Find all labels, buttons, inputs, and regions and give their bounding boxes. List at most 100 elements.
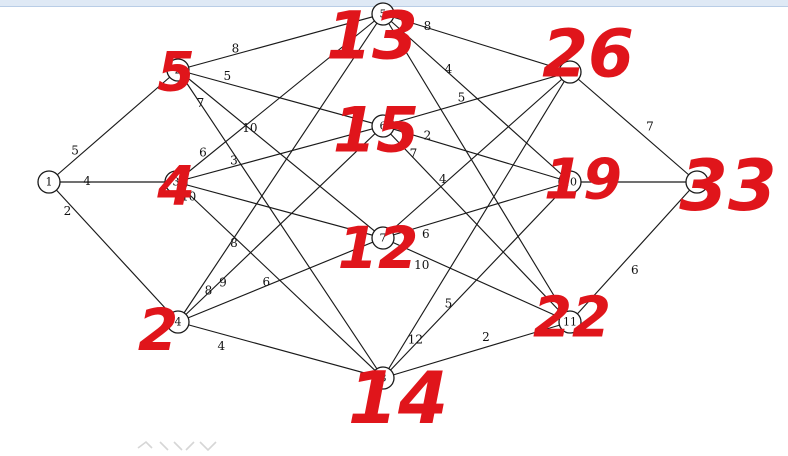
edge-weight-1-3: 4 — [83, 174, 91, 188]
edge-3-6 — [175, 125, 384, 183]
edge-6-9 — [382, 71, 571, 127]
node-circle-7 — [371, 226, 395, 250]
edge-weight-4-8: 4 — [217, 339, 225, 353]
node-6: 6 — [371, 114, 395, 138]
edge-8-11 — [382, 321, 571, 379]
node-label-3: 3 — [173, 176, 180, 189]
edge-5-10 — [382, 13, 571, 183]
node-circle-2 — [166, 58, 190, 82]
node-11: 11 — [558, 310, 582, 334]
edge-weight-3-6: 3 — [230, 153, 238, 167]
node-12 — [685, 170, 709, 194]
node-circle-1 — [37, 170, 61, 194]
node-9: 9 — [558, 60, 582, 84]
node-label-8: 8 — [380, 372, 387, 385]
edge-7-9 — [382, 71, 571, 239]
edge-1-4 — [48, 181, 179, 323]
edge-weight-2-8: 7 — [197, 96, 205, 110]
handwritten-annotation-node-3: 4 — [156, 155, 195, 218]
edge-8-9 — [382, 71, 571, 379]
node-circle-9 — [558, 60, 582, 84]
node-1: 1 — [37, 170, 61, 194]
handwritten-annotation-node-2: 5 — [157, 41, 195, 104]
edge-weight-6-10: 2 — [424, 129, 432, 143]
node-label-10: 10 — [563, 176, 577, 189]
top-window-strip — [0, 0, 788, 7]
edge-5-11 — [382, 13, 571, 323]
edge-3-7 — [175, 181, 384, 239]
edge-weight-4-6: 9 — [219, 276, 227, 290]
node-5: 5 — [371, 2, 395, 26]
node-circle-8 — [371, 366, 395, 390]
node-7: 7 — [371, 226, 395, 250]
edge-weight-10-12: 3 — [611, 175, 619, 189]
edge-11-12 — [569, 181, 698, 323]
edge-weight-3-5: 6 — [199, 146, 207, 160]
edge-1-2 — [48, 69, 179, 183]
edge-3-5 — [175, 13, 384, 183]
edge-weight-7-9: 4 — [439, 172, 447, 186]
edge-weight-3-8: 8 — [230, 236, 238, 250]
edge-weight-8-11: 2 — [482, 330, 490, 344]
edge-weight-5-9: 8 — [424, 19, 432, 33]
node-label-4: 4 — [175, 316, 182, 329]
handwritten-annotation-node-4: 2 — [138, 296, 178, 364]
handwritten-annotation-node-9: 26 — [542, 16, 634, 93]
edge-weight-1-4: 2 — [64, 204, 72, 218]
node-label-11: 11 — [563, 316, 577, 329]
handwritten-annotation-node-10: 19 — [544, 148, 622, 213]
handwritten-annotation-node-12: 33 — [679, 145, 776, 227]
edge-weight-1-2: 5 — [71, 144, 79, 158]
node-circle-6 — [371, 114, 395, 138]
node-circle-4 — [166, 310, 190, 334]
edge-weight-2-6: 5 — [223, 69, 231, 83]
edge-weight-5-11: 3 — [399, 34, 407, 48]
edge-weight-5-10: 4 — [445, 62, 453, 76]
edge-weight-6-11: 7 — [410, 147, 418, 161]
edge-weight-2-5: 8 — [232, 41, 240, 55]
edge-5-9 — [382, 13, 571, 73]
node-label-7: 7 — [380, 232, 387, 245]
edges-layer — [48, 13, 698, 379]
node-label-6: 6 — [380, 120, 387, 133]
handwritten-annotation-node-11: 22 — [533, 286, 611, 351]
edge-weight-11-12: 6 — [631, 263, 639, 277]
edge-8-10 — [382, 181, 571, 379]
edge-4-8 — [177, 321, 384, 379]
node-10: 10 — [558, 170, 582, 194]
edge-weight-9-12: 7 — [646, 120, 654, 134]
handwritten-annotation-node-8: 14 — [348, 356, 448, 440]
handwritten-annotation-node-6: 15 — [333, 94, 419, 167]
edge-6-10 — [382, 125, 571, 183]
edge-weight-4-5: 8 — [205, 283, 213, 297]
node-circle-11 — [558, 310, 582, 334]
edge-weight-7-11: 10 — [414, 258, 429, 272]
node-8: 8 — [371, 366, 395, 390]
node-circle-5 — [371, 2, 395, 26]
edge-weight-4-7: 6 — [262, 275, 270, 289]
edge-4-6 — [177, 125, 384, 323]
edge-weight-2-7: 10 — [242, 121, 257, 135]
node-circle-12 — [685, 170, 709, 194]
node-label-9: 9 — [567, 66, 574, 79]
node-label-2: 2 — [175, 64, 182, 77]
node-4: 4 — [166, 310, 190, 334]
node-label-1: 1 — [46, 176, 53, 189]
edge-4-7 — [177, 237, 384, 323]
edge-weight-8-9: 12 — [408, 332, 423, 346]
node-circle-10 — [558, 170, 582, 194]
node-label-5: 5 — [380, 8, 387, 21]
node-3: 3 — [164, 170, 188, 194]
node-2: 2 — [166, 58, 190, 82]
handwritten-annotation-node-5: 13 — [326, 0, 418, 75]
edge-7-10 — [382, 181, 571, 239]
edge-2-5 — [177, 13, 384, 71]
edge-weight-7-10: 6 — [422, 227, 430, 241]
node-circle-3 — [164, 170, 188, 194]
faint-watermark-mark — [137, 440, 217, 452]
edge-weight-8-10: 5 — [445, 296, 453, 310]
